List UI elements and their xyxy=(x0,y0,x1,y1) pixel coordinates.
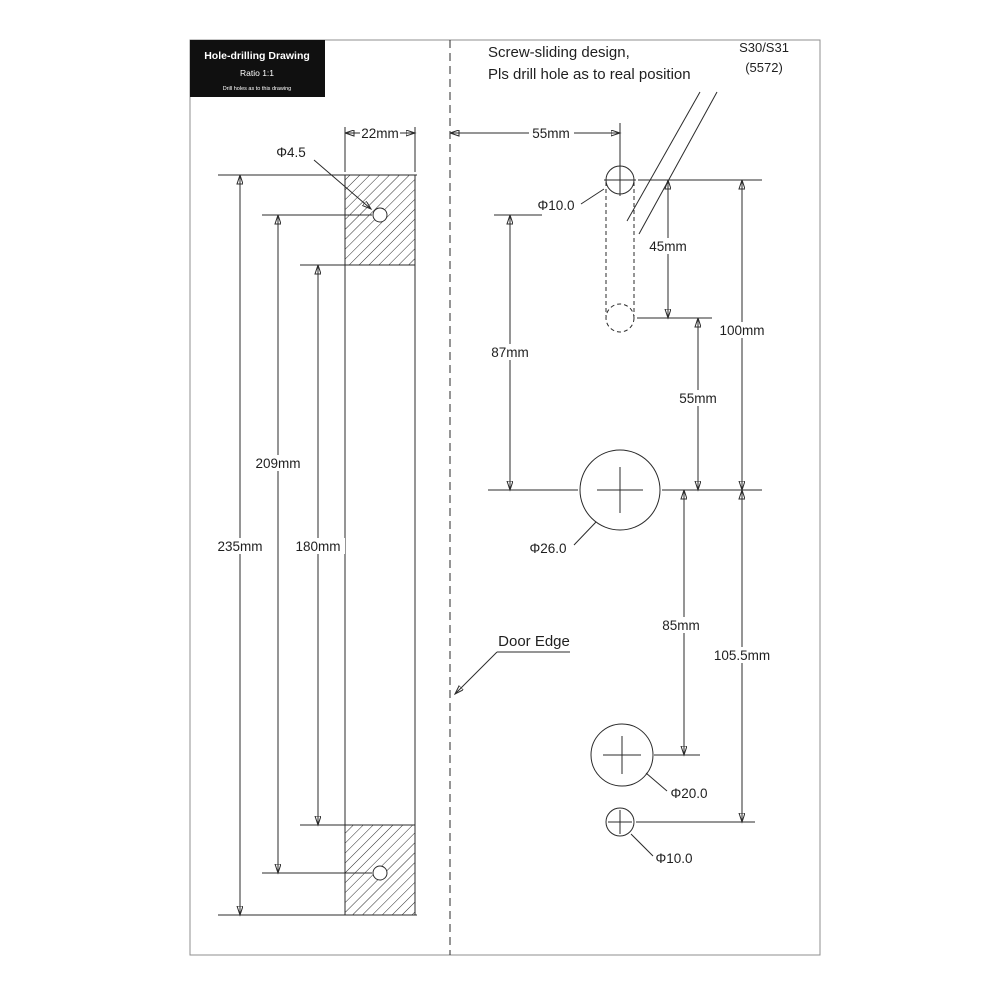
dim-width-label: 22mm xyxy=(361,126,399,141)
dim-edge-to-slot-55mm: 55mm xyxy=(450,123,620,196)
dim-slot-length-label: 45mm xyxy=(649,239,687,254)
dim-overall-label: 235mm xyxy=(217,539,262,554)
door-edge-label: Door Edge xyxy=(498,633,570,650)
dim-87mm: 87mm xyxy=(488,215,532,490)
dim-center-to-lower-label: 85mm xyxy=(662,618,700,633)
instruction-line-2: Pls drill hole as to real position xyxy=(488,66,691,83)
dim-209mm: 209mm xyxy=(252,215,305,873)
lower-hole-dia-label: Φ20.0 xyxy=(670,786,707,801)
lower-hole-phi-20: Φ20.0 xyxy=(590,723,708,801)
instruction-line-1: Screw-sliding design, xyxy=(488,44,630,61)
title-block-note: Drill holes as to this drawing xyxy=(223,86,291,92)
title-block: Hole-drilling Drawing Ratio 1:1 Drill ho… xyxy=(190,40,325,97)
center-hole-dia-label: Φ26.0 xyxy=(529,541,566,556)
dim-hole-centers-label: 209mm xyxy=(255,456,300,471)
callout-phi-4-5: Φ4.5 xyxy=(276,145,371,209)
header-notes: Screw-sliding design, Pls drill hole as … xyxy=(488,40,789,235)
handle-body-outline xyxy=(344,174,416,916)
slot-bottom-hole xyxy=(605,303,635,333)
lower-hole xyxy=(590,723,654,787)
door-edge-callout: Door Edge xyxy=(455,633,570,694)
bottom-hole-phi-10: Φ10.0 xyxy=(605,807,693,866)
hole-dia-label: Φ4.5 xyxy=(276,145,306,160)
screw-slot xyxy=(604,165,636,333)
center-hole xyxy=(579,449,661,531)
dim-between-hatch-label: 180mm xyxy=(295,539,340,554)
dim-width-22mm: 22mm xyxy=(344,126,415,172)
right-view: 55mm Φ10.0 45mm xyxy=(450,123,774,866)
dim-105-5mm: 105.5mm xyxy=(710,490,774,822)
bottom-hole-dia-label: Φ10.0 xyxy=(655,851,692,866)
pointer-line-2 xyxy=(638,91,718,235)
model-code-label: (5572) xyxy=(745,60,783,75)
dim-slot-top-to-center-label: 100mm xyxy=(719,323,764,338)
dim-slot-bottom-to-center-55mm: 55mm xyxy=(676,318,720,490)
dim-235mm: 235mm xyxy=(214,175,267,915)
title-block-ratio: Ratio 1:1 xyxy=(240,68,274,78)
title-block-box xyxy=(190,40,325,97)
model-label: S30/S31 xyxy=(739,40,789,55)
dim-slot-45mm: 45mm xyxy=(646,180,690,318)
dim-edge-to-slot-label: 55mm xyxy=(532,126,570,141)
title-block-title: Hole-drilling Drawing xyxy=(204,50,310,62)
left-view: 22mm Φ4.5 235mm 209mm 180mm xyxy=(214,126,417,915)
top-screw-hole xyxy=(372,207,388,223)
slot-hole-dia-label: Φ10.0 xyxy=(537,198,574,213)
pointer-line-1 xyxy=(626,91,701,222)
bottom-screw-hole xyxy=(372,865,388,881)
dim-center-to-bottom-label: 105.5mm xyxy=(714,648,770,663)
dim-85mm: 85mm xyxy=(658,490,704,755)
bottom-hole xyxy=(605,807,635,837)
dim-slot-bottom-to-center-label: 55mm xyxy=(679,391,717,406)
callout-phi-10-top: Φ10.0 xyxy=(537,188,605,213)
drawing-border xyxy=(189,39,821,956)
dim-100mm: 100mm xyxy=(714,180,769,490)
center-hole-phi-26: Φ26.0 xyxy=(529,449,661,556)
dim-hole-to-center-label: 87mm xyxy=(491,345,529,360)
dim-180mm: 180mm xyxy=(292,265,345,825)
